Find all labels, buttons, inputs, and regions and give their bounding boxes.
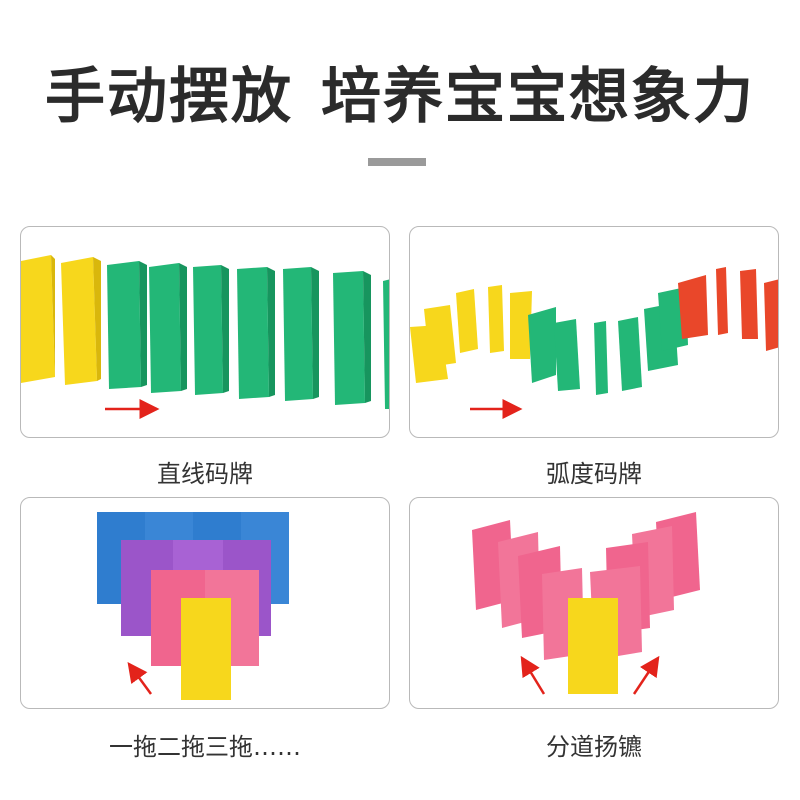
headline: 手动摆放培养宝宝想象力: [0, 48, 800, 135]
diagonal-arrow-icon: [127, 661, 153, 695]
yellow-dominoes: [410, 285, 532, 383]
divider-bar: [368, 158, 426, 166]
panel-curved-line: [409, 226, 779, 438]
yellow-domino: [181, 598, 231, 700]
panel-straight-line: [20, 226, 390, 438]
domino-curved-line-photo: [410, 267, 778, 419]
red-dominoes: [678, 267, 778, 351]
caption-straight-line: 直线码牌: [157, 460, 253, 488]
panel-split-path: [409, 497, 779, 709]
caption-split-path: 分道扬镳: [546, 733, 642, 761]
headline-part-1: 手动摆放: [45, 62, 293, 132]
yellow-dominoes: [21, 255, 101, 385]
domino-pyramid-photo: [97, 512, 289, 700]
green-dominoes: [107, 261, 389, 409]
yellow-domino: [568, 598, 618, 694]
domino-straight-line-photo: [21, 255, 389, 419]
domino-split-path-photo: [472, 512, 700, 695]
diagonal-arrow-right-icon: [632, 655, 660, 695]
headline-part-2: 培养宝宝想象力: [321, 62, 755, 132]
diagonal-arrow-left-icon: [520, 655, 546, 695]
caption-pyramid: 一拖二拖三拖……: [109, 733, 301, 761]
green-dominoes: [528, 287, 688, 395]
panel-pyramid: [20, 497, 390, 709]
caption-curved-line: 弧度码牌: [546, 460, 642, 488]
